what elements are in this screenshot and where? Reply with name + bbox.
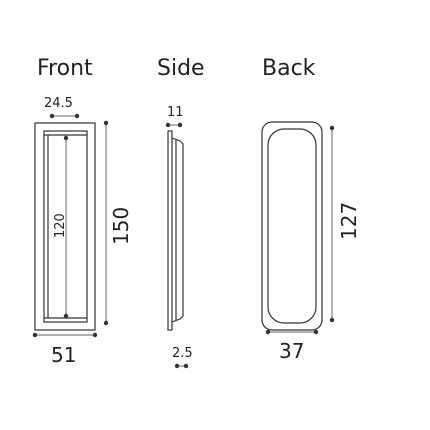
- back-inner-recess: [267, 128, 317, 324]
- front-title: Front: [37, 56, 93, 81]
- front-dim-inner-label: 120: [53, 213, 68, 238]
- back-dim-height-label: 127: [337, 202, 361, 240]
- front-dim-bottom-dot-left: [32, 332, 38, 338]
- front-dim-height-dot-bottom: [103, 320, 109, 326]
- side-dim-bottom-label: 2.5: [172, 346, 193, 361]
- front-dim-inner-dot-top: [63, 135, 69, 141]
- front-dim-top-dot-right: [74, 113, 80, 119]
- front-dim-top-label: 24.5: [44, 96, 73, 111]
- back-view: Back 127 37: [261, 56, 361, 363]
- back-dim-bottom-dot-left: [265, 329, 271, 335]
- side-dim-top-label: 11: [167, 105, 184, 120]
- back-dim-height-dot-top: [329, 125, 335, 131]
- back-dim-height-dot-bottom: [329, 317, 335, 323]
- front-view: Front 24.5 120 150: [32, 56, 133, 367]
- front-dim-height-label: 150: [109, 207, 133, 245]
- back-dim-bottom-label: 37: [279, 339, 304, 363]
- side-body-profile: [171, 137, 184, 323]
- side-dim-top-dot-right: [177, 122, 183, 128]
- side-dim-bottom-dot-left: [174, 363, 180, 369]
- back-dim-bottom-dot-right: [313, 329, 319, 335]
- front-dim-height-dot-top: [103, 120, 109, 126]
- front-recess: [43, 130, 88, 323]
- back-title: Back: [262, 56, 316, 81]
- back-outer-body: [261, 121, 323, 331]
- side-dim-top-dot-left: [165, 122, 171, 128]
- front-dim-top-dot-left: [49, 113, 55, 119]
- front-dim-bottom-dot-right: [92, 332, 98, 338]
- side-dim-bottom-dot-right: [183, 363, 189, 369]
- front-outer-plate: [34, 122, 96, 331]
- side-view: Side 11 2.5: [157, 56, 205, 369]
- side-flange: [167, 130, 173, 331]
- front-dim-bottom-label: 51: [51, 343, 76, 367]
- side-title: Side: [157, 56, 205, 81]
- front-dim-inner-dot-bottom: [63, 313, 69, 319]
